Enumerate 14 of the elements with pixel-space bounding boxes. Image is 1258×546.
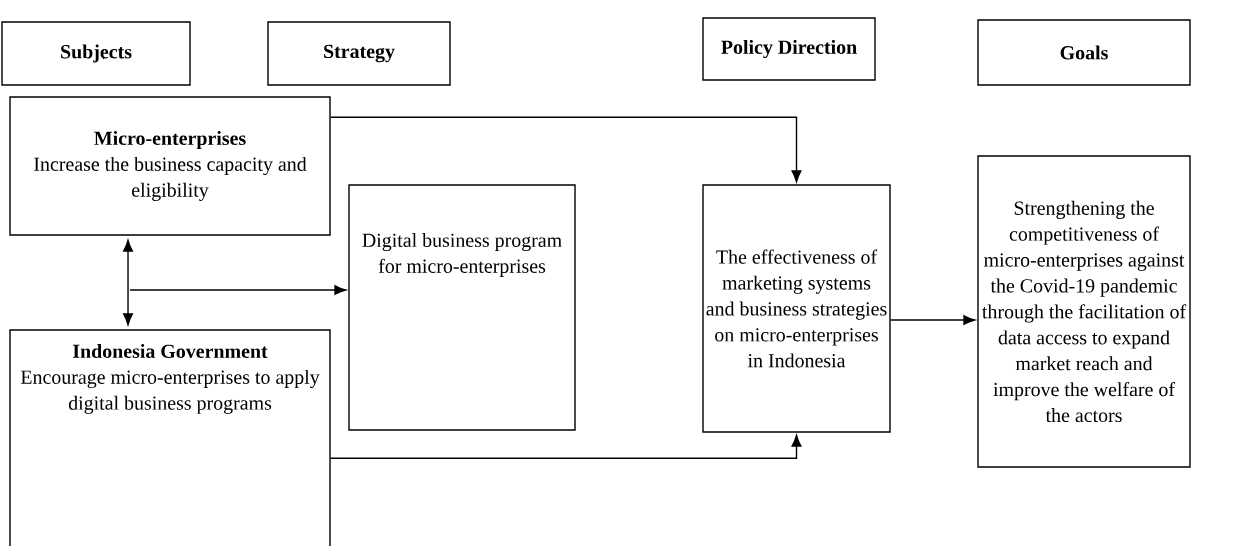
arrow [330, 434, 802, 459]
header-box: Policy Direction [702, 17, 876, 81]
header-box: Strategy [267, 21, 451, 86]
subject-box: Indonesia Government Encourage micro-enterprises to apply digital business programs [9, 329, 331, 546]
header-box: Subjects [1, 21, 191, 86]
arrow [129, 285, 347, 295]
subject-box: Micro-enterprises Increase the business capacity and eligibility [9, 96, 331, 236]
policy-box: The effectiveness of marketing systems and business strategies on micro-enterprises in Indonesia [702, 184, 891, 433]
goal-box: Strengthening the competitiveness of micro-enterprises against the Covid-19 pandemic through the facilitation of data access to expand market reach and improve the welfare of the actors [977, 155, 1191, 468]
arrow [123, 239, 133, 326]
arrow [330, 116, 802, 183]
arrow [890, 315, 976, 325]
strategy-box: Digital business program for micro-enterprises [348, 184, 576, 431]
header-box: Goals [977, 19, 1191, 86]
